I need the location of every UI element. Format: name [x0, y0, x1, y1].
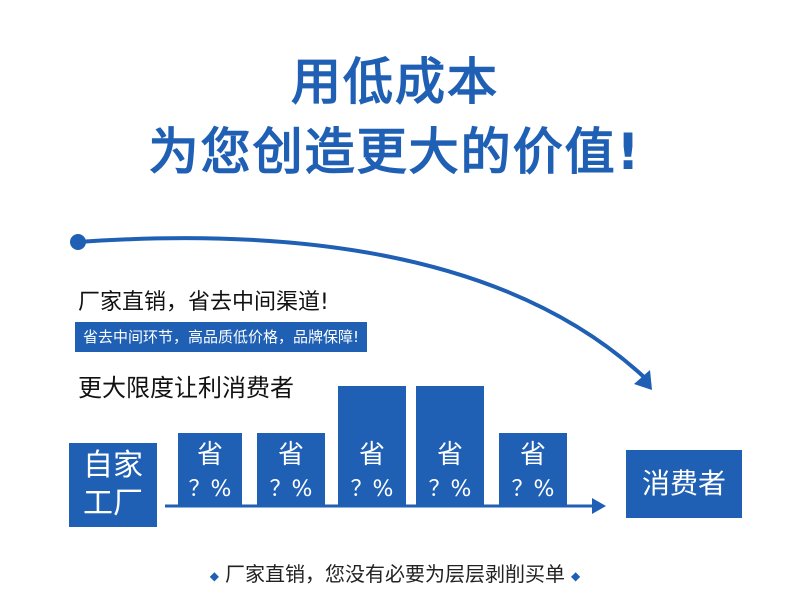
saving-percent: ？% [350, 477, 394, 502]
saving-label: 省 [519, 440, 546, 470]
saving-step-1: 省 ？% [178, 433, 242, 506]
curve-arrow-head [634, 370, 652, 390]
saving-step-2: 省 ？% [257, 433, 325, 506]
saving-step-4: 省 ？% [416, 386, 484, 506]
factory-box: 自家 工厂 [69, 443, 157, 527]
saving-percent: ？% [511, 477, 555, 502]
saving-percent: ？% [428, 477, 472, 502]
factory-line1: 自家 [83, 448, 143, 483]
footer-text: 厂家直销，您没有必要为层层剥削买单 [225, 562, 565, 586]
headline-line1: 用低成本 [291, 53, 499, 111]
baseline-arrow-head [592, 498, 606, 514]
consumer-benefit-text: 更大限度让利消费者 [78, 374, 294, 402]
direct-sale-text: 厂家直销，省去中间渠道! [78, 290, 329, 315]
footer-slogan: ◆ 厂家直销，您没有必要为层层剥削买单 ◆ [0, 558, 790, 587]
curve-arrow-line [77, 236, 647, 380]
saving-percent: ？% [269, 477, 313, 502]
benefit-tag: 省去中间环节，高品质低价格，品牌保障! [75, 322, 368, 352]
headline-line2: 为您创造更大的价值! [148, 123, 642, 181]
diamond-icon: ◆ [571, 568, 581, 583]
saving-label: 省 [436, 440, 463, 470]
saving-step-5: 省 ？% [499, 433, 567, 506]
saving-label: 省 [277, 440, 304, 470]
factory-line2: 工厂 [83, 486, 143, 521]
consumer-box: 消费者 [626, 450, 742, 518]
saving-percent: ？% [188, 477, 232, 502]
saving-label: 省 [196, 440, 223, 470]
saving-step-3: 省 ？% [338, 386, 406, 506]
diamond-icon: ◆ [209, 568, 219, 583]
saving-label: 省 [358, 440, 385, 470]
